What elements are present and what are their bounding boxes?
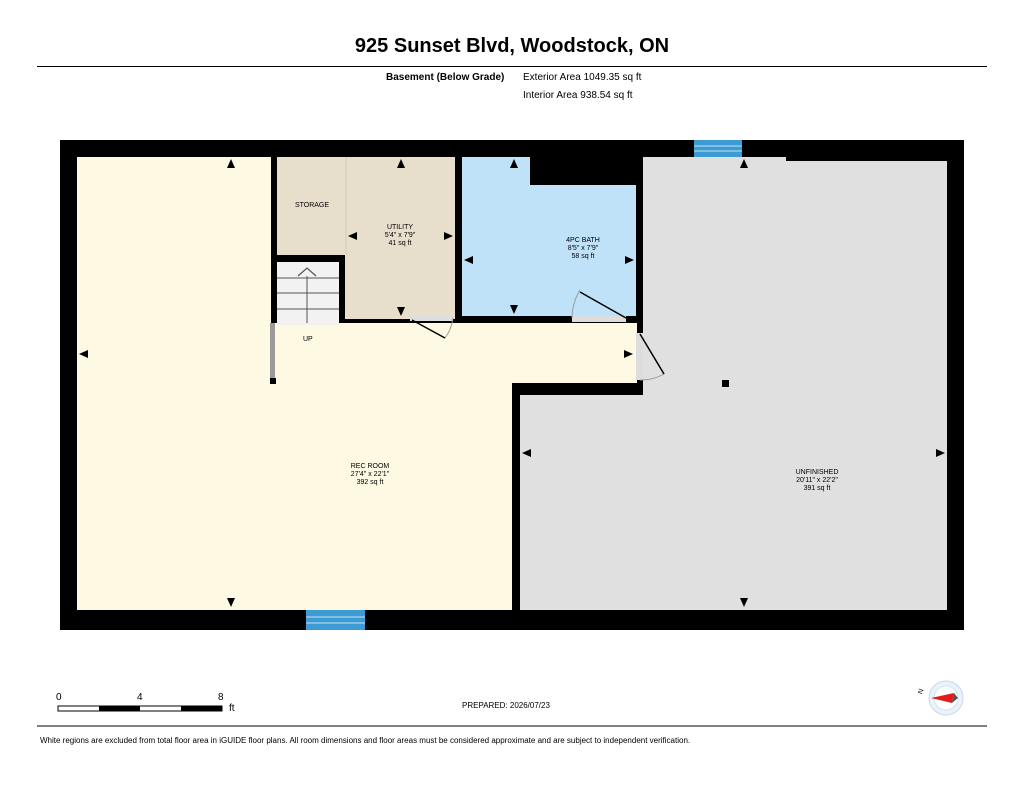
- unfinished-label: UNFINISHED 20'11" x 22'2" 391 sq ft: [795, 469, 839, 492]
- utility-door: [410, 316, 454, 339]
- unfinished-room: [520, 157, 947, 610]
- exterior-area: Exterior Area 1049.35 sq ft: [523, 72, 642, 83]
- header-divider: [37, 66, 987, 67]
- storage-label: STORAGE: [294, 202, 330, 209]
- level-name: Basement (Below Grade): [386, 72, 505, 83]
- stair-arrow-icon: [297, 267, 317, 277]
- bath-door: [571, 289, 627, 322]
- stairs-up-label: UP: [303, 336, 313, 343]
- support-post: [722, 380, 729, 387]
- rec-room-label: REC ROOM 27'4" x 22'1" 392 sq ft: [350, 463, 390, 486]
- disclaimer: White regions are excluded from total fl…: [40, 736, 691, 745]
- interior-area: Interior Area 938.54 sq ft: [523, 90, 633, 101]
- compass-needle: [931, 693, 954, 703]
- scale-unit: ft: [229, 703, 235, 714]
- scale-bar: [57, 705, 223, 712]
- window-top: [694, 140, 742, 157]
- bath-label: 4PC BATH 8'5" x 7'9" 58 sq ft: [566, 237, 600, 260]
- bath-room: [462, 157, 636, 316]
- unfinished-door: [636, 333, 665, 381]
- compass-icon: N: [918, 680, 964, 716]
- window-bottom: [306, 610, 365, 630]
- scale-label-0: 0: [56, 692, 62, 703]
- stair-treads: [277, 276, 339, 323]
- scale-label-4: 4: [137, 692, 143, 703]
- scale-label-8: 8: [218, 692, 224, 703]
- dimension-markers: [79, 159, 945, 607]
- address-title: 925 Sunset Blvd, Woodstock, ON: [354, 35, 670, 57]
- rec-room: [77, 157, 637, 610]
- utility-label: UTILITY 5'4" x 7'9" 41 sq ft: [384, 224, 416, 247]
- svg-text:N: N: [918, 688, 925, 695]
- prepared-date: PREPARED: 2026/07/23: [462, 701, 550, 710]
